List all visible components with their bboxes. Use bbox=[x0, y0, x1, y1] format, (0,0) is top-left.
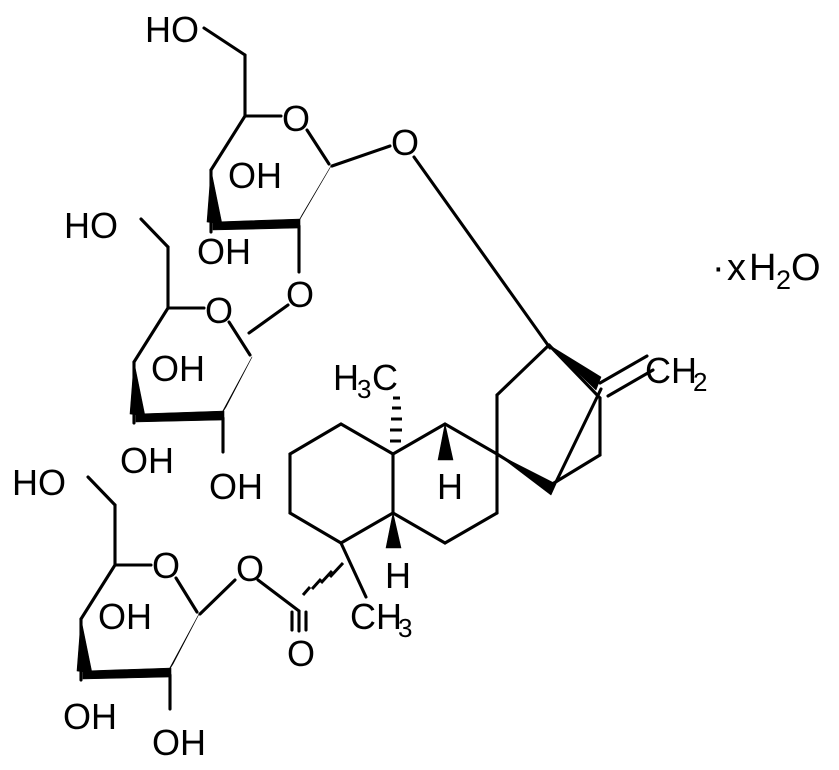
bond-ringB-5 bbox=[391, 511, 447, 545]
bond-ringB-1 bbox=[391, 422, 447, 456]
wedge-c2-c1-top bbox=[295, 165, 332, 227]
bond-ringC-3 bbox=[547, 343, 602, 400]
bottom-sugar-unit bbox=[76, 475, 237, 711]
label-o-bot-ring: O bbox=[152, 545, 180, 586]
label-ho-middle: HO bbox=[64, 205, 118, 246]
label-ch3-quaternary: CH 3 bbox=[350, 596, 412, 643]
wedge-c2-c1-bot bbox=[165, 613, 200, 676]
bond-c16-ch2-a bbox=[598, 354, 649, 385]
bond-ringA-1 bbox=[288, 422, 343, 456]
middle-sugar-unit bbox=[129, 217, 290, 454]
bond-ho-ch2-mid bbox=[139, 217, 170, 249]
label-ho-bottom: HO bbox=[12, 462, 66, 503]
bond-ringA-3 bbox=[288, 511, 343, 545]
label-o-ester: O bbox=[236, 548, 264, 589]
hydrate-suffix: O bbox=[791, 247, 821, 289]
bond-c1-oglyco-top bbox=[330, 144, 392, 168]
bond-o-c1-top bbox=[305, 128, 331, 166]
wedge-c5-h bbox=[385, 512, 402, 549]
label-h-stereo-1: H bbox=[437, 466, 463, 507]
label-oh-top-1: OH bbox=[228, 155, 282, 196]
bond-c5-c4-bot bbox=[79, 563, 117, 621]
bond-c1-oester-bot bbox=[198, 578, 237, 616]
bond-c5-c4-mid bbox=[132, 306, 170, 364]
bond-c5-c4-top bbox=[209, 114, 247, 172]
label-oh-mid-2: OH bbox=[120, 440, 174, 481]
bond-oester-ccarbonyl bbox=[256, 578, 301, 613]
hydrate-formula: H bbox=[749, 247, 776, 289]
label-h3c-sub: 3 bbox=[357, 374, 371, 404]
label-ho-top: HO bbox=[145, 9, 199, 50]
bond-olink-c1-mid bbox=[247, 303, 290, 335]
label-ch2-methylene: CH 2 bbox=[645, 350, 707, 397]
label-oh-mid-1: OH bbox=[151, 348, 205, 389]
atom-label-group: HO O OH O OH HO O O OH OH OH HO O OH OH … bbox=[12, 9, 707, 763]
label-h3c-c: C bbox=[372, 357, 398, 398]
label-o-top-ring: O bbox=[282, 98, 310, 139]
bond-ringA-6 bbox=[339, 422, 395, 456]
label-h3c-angular: H 3 C bbox=[333, 357, 398, 404]
label-o-glycosidic: O bbox=[391, 122, 419, 163]
bond-c16-c15 bbox=[554, 387, 603, 484]
label-ch2-sub: 2 bbox=[693, 367, 707, 397]
label-o-link-mid: O bbox=[286, 274, 314, 315]
bond-ringB-4 bbox=[443, 511, 499, 545]
label-h-stereo-2: H bbox=[385, 555, 411, 596]
hydrate-notation: · x H 2 O bbox=[712, 247, 821, 295]
bond-c16-ch2-b bbox=[606, 368, 655, 398]
bond-o-c1-bot bbox=[174, 576, 199, 614]
wedge-c9-h bbox=[437, 423, 454, 461]
label-o-mid-ring: O bbox=[205, 290, 233, 331]
wedge-c8-c15 bbox=[496, 453, 557, 496]
hydrate-subscript: 2 bbox=[776, 265, 791, 295]
label-oh-mid-3: OH bbox=[209, 466, 263, 507]
bond-oglyco-c13 bbox=[412, 155, 552, 350]
wedge-c2-c1-mid bbox=[218, 356, 253, 419]
label-h3c-h: H bbox=[333, 357, 359, 398]
label-ch3-sub: 3 bbox=[398, 613, 412, 643]
top-sugar-unit bbox=[202, 26, 392, 274]
bond-o-c1-mid bbox=[227, 320, 252, 357]
label-oh-top-2: OH bbox=[197, 231, 251, 272]
bond-ringC-2 bbox=[495, 343, 551, 397]
hydrate-dot: · bbox=[712, 247, 725, 289]
label-oh-bot-1: OH bbox=[98, 596, 152, 637]
bond-ho-ch2-bot bbox=[86, 475, 117, 507]
bond-ringB-2 bbox=[443, 422, 499, 456]
hash-wedge-c10-methyl bbox=[390, 396, 402, 443]
label-o-carbonyl: O bbox=[287, 633, 315, 674]
label-oh-bot-2: OH bbox=[63, 696, 117, 737]
bond-ho-ch2-top bbox=[202, 26, 247, 57]
aglycone-core bbox=[288, 155, 655, 599]
wedge-c13-c16 bbox=[548, 344, 602, 391]
bond-ringA-4 bbox=[339, 511, 395, 545]
hydrate-prefix: x bbox=[727, 247, 746, 289]
label-ch2-c: CH bbox=[645, 350, 697, 391]
label-ch3-c: CH bbox=[350, 596, 402, 637]
hash-wedge-c4-ester bbox=[301, 561, 345, 596]
ester-carbonyl-group bbox=[256, 561, 345, 633]
bond-c4-ch3 bbox=[339, 541, 368, 599]
label-oh-bot-3: OH bbox=[152, 722, 206, 763]
